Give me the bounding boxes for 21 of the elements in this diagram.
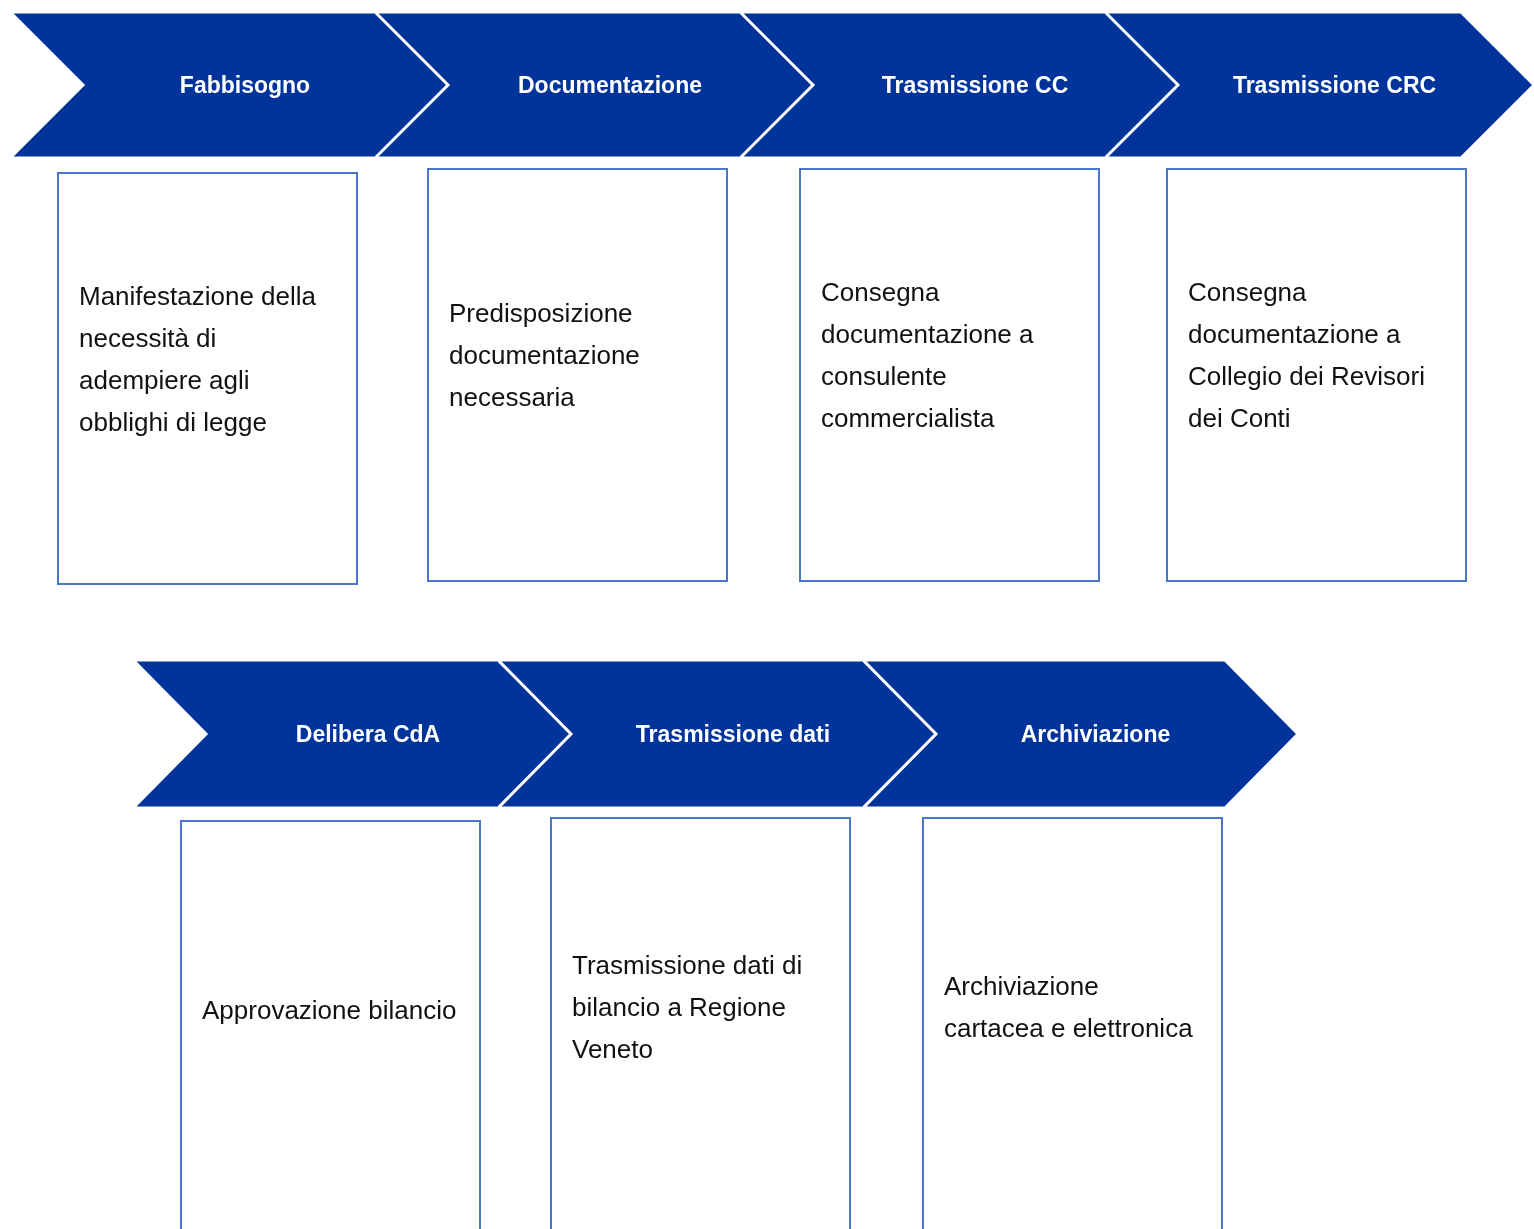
description-box <box>57 172 358 585</box>
step-description: Archiviazione cartacea e elettronica <box>944 970 1194 1045</box>
step-description: Approvazione bilancio <box>202 994 457 1027</box>
description-box <box>427 168 728 582</box>
step-title: Archiviazione <box>1020 720 1171 748</box>
step-description: Trasmissione dati di bilancio a Regione Veneto <box>572 949 804 1066</box>
step-title: Trasmissione CRC <box>1232 71 1437 99</box>
step-description: Predisposizione documentazione necessaria <box>449 297 641 414</box>
step-title: Trasmissione CC <box>881 71 1069 99</box>
description-box <box>799 168 1100 582</box>
step-title: Documentazione <box>518 71 702 99</box>
step-description: Consegna documentazione a Collegio dei Revisori dei Conti <box>1188 276 1426 435</box>
description-box <box>550 817 851 1229</box>
step-title: Delibera CdA <box>295 720 441 748</box>
step-description: Manifestazione della necessità di adempiere agli obblighi di legge <box>79 279 318 439</box>
description-box <box>180 820 481 1229</box>
step-description: Consegna documentazione a consulente commercialista <box>821 276 1035 435</box>
description-box <box>922 817 1223 1229</box>
description-box <box>1166 168 1467 582</box>
step-title: Fabbisogno <box>179 71 311 99</box>
step-title: Trasmissione dati <box>635 720 831 748</box>
